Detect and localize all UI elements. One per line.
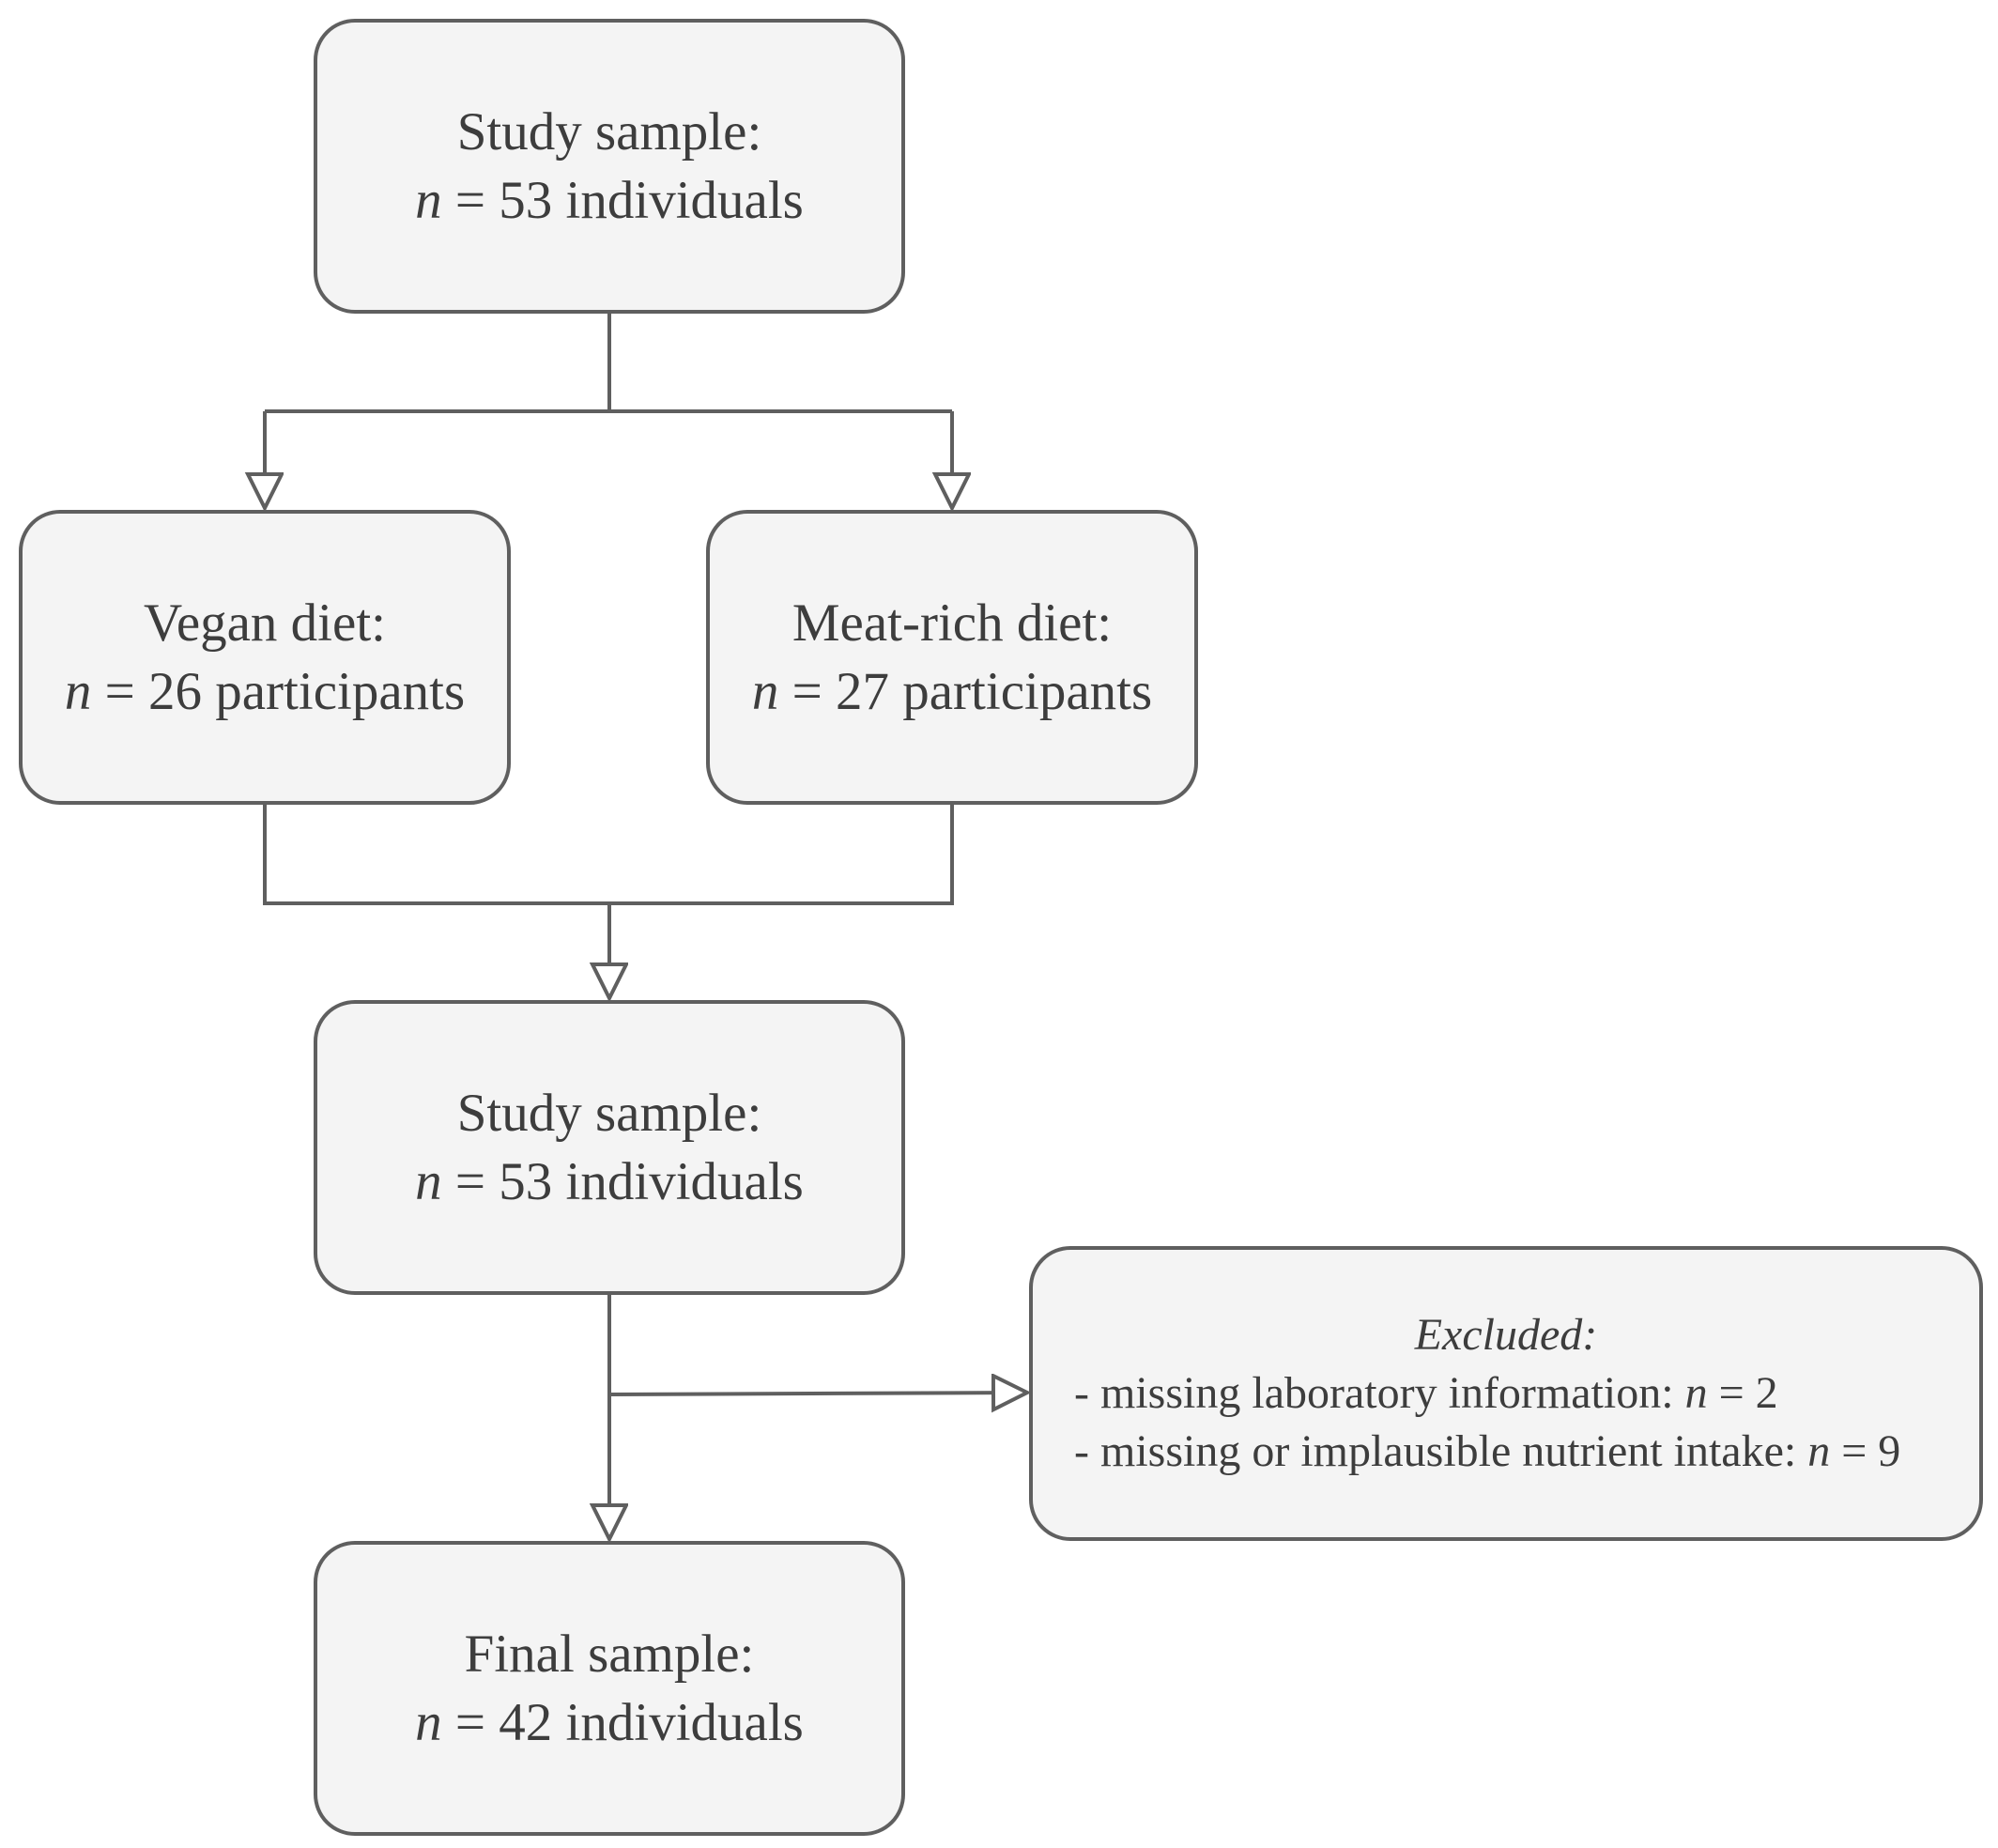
excluded-box: Excluded: - missing laboratory informati… (1029, 1246, 1983, 1541)
n-symbol: n (1807, 1426, 1831, 1476)
n-symbol: n (1684, 1368, 1708, 1418)
excluded-item: - missing or implausible nutrient intake… (1074, 1423, 1979, 1481)
vegan-diet-count: n = 26 participants (65, 657, 465, 726)
final-sample-title: Final sample: (464, 1625, 755, 1684)
final-sample-count: n = 42 individuals (415, 1688, 804, 1757)
meat-rich-diet-count: n = 27 participants (752, 657, 1152, 726)
combined-study-sample-box: Study sample: n = 53 individuals (314, 1000, 905, 1295)
count-text: = 53 individuals (441, 171, 804, 230)
arrow-to-excluded (608, 1393, 1027, 1394)
study-sample-box: Study sample: n = 53 individuals (314, 19, 905, 314)
n-symbol: n (415, 171, 442, 230)
n-symbol: n (415, 1152, 442, 1211)
study-sample-title: Study sample: (456, 102, 762, 162)
final-sample-box: Final sample: n = 42 individuals (314, 1541, 905, 1836)
count-text: = 53 individuals (441, 1152, 804, 1211)
count-text: = 26 participants (91, 662, 466, 721)
connector-merge (263, 805, 954, 905)
meat-rich-diet-box: Meat-rich diet: n = 27 participants (706, 510, 1198, 805)
meat-rich-diet-title: Meat-rich diet: (792, 593, 1113, 653)
excluded-item-label: - missing or implausible nutrient intake… (1074, 1426, 1808, 1476)
count-text: = 42 individuals (441, 1693, 804, 1752)
vegan-diet-title: Vegan diet: (143, 593, 386, 653)
count-text: = 2 (1707, 1368, 1778, 1418)
vegan-diet-box: Vegan diet: n = 26 participants (19, 510, 511, 805)
study-sample-count: n = 53 individuals (415, 166, 804, 235)
excluded-item-label: - missing laboratory information: (1074, 1368, 1685, 1418)
combined-study-sample-count: n = 53 individuals (415, 1147, 804, 1216)
count-text: = 9 (1830, 1426, 1901, 1476)
n-symbol: n (415, 1693, 442, 1752)
excluded-title: Excluded: (1414, 1310, 1598, 1360)
combined-study-sample-title: Study sample: (456, 1084, 762, 1143)
n-symbol: n (751, 662, 779, 721)
excluded-item: - missing laboratory information: n = 2 (1074, 1364, 1979, 1423)
excluded-list: - missing laboratory information: n = 2 … (1033, 1364, 1979, 1481)
count-text: = 27 participants (778, 662, 1153, 721)
n-symbol: n (64, 662, 92, 721)
